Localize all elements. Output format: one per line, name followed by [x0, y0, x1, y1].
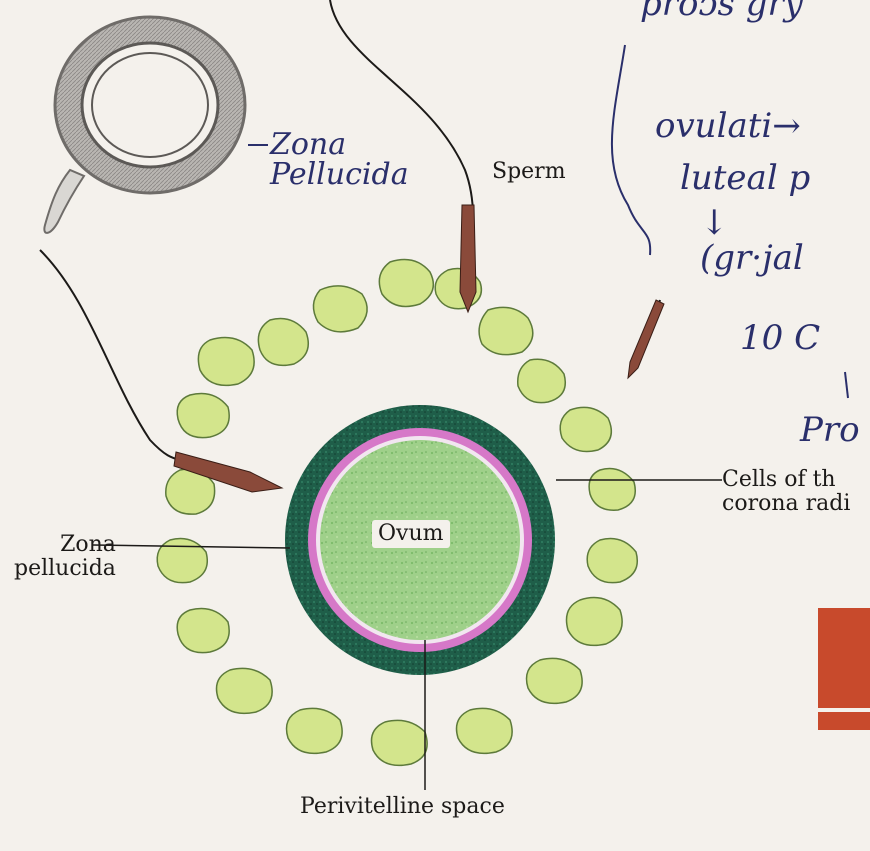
hand-note-zona-pellucida: Zona Pellucida	[270, 130, 409, 190]
book-red-block	[818, 608, 870, 730]
hand-note-grjal: (gr·jal	[700, 240, 804, 276]
hand-note-arrow: ↓	[700, 205, 729, 241]
hand-note-luteal: luteal p	[680, 160, 810, 196]
label-sperm: Sperm	[492, 160, 566, 184]
hand-note-top: proɔs gry	[640, 0, 803, 22]
label-ovum: Ovum	[372, 520, 450, 548]
label-cells-corona-radiata: Cells of th corona radi	[722, 468, 850, 516]
sperm-right	[628, 300, 664, 378]
label-zona-pellucida: Zona pellucida	[14, 533, 116, 581]
hand-note-ten-c: 10 C	[740, 320, 820, 356]
label-perivitelline-space: Perivitelline space	[300, 795, 505, 819]
hand-note-ovulation: ovulati→	[655, 108, 801, 144]
hand-note-pro: Pro	[800, 412, 860, 448]
sketch-zona-ring	[44, 17, 268, 233]
